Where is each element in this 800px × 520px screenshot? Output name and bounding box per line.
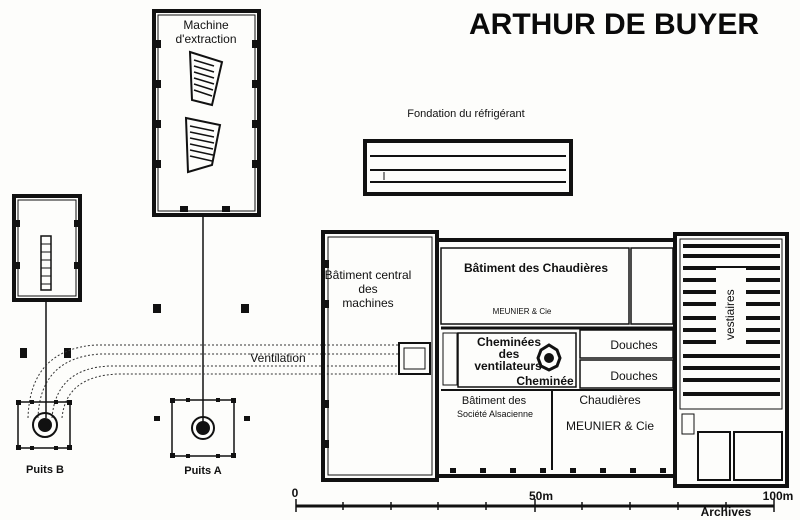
batiment-chaudieres: Bâtiment des Chaudières MEUNIER & Cie (440, 247, 674, 325)
societe-alsacienne-building: Bâtiment des Société Alsacienne Chaudièr… (441, 389, 675, 473)
meunier-small-label: MEUNIER & Cie (493, 307, 552, 316)
batiment-central-label-3: machines (342, 296, 393, 310)
batiment-central-label-2: des (358, 282, 377, 296)
cheminees-label-2: des (499, 347, 520, 361)
puits-b-label: Puits B (26, 464, 64, 476)
douches-label-2: Douches (610, 369, 657, 383)
foundation-blocks (20, 304, 249, 358)
batiment-central-machines: Bâtiment central des machines (321, 230, 439, 482)
chaudieres-label: Chaudières (579, 393, 640, 407)
puits-a-label: Puits A (184, 465, 222, 477)
scale-bar: 0 50m 100m Archives (292, 486, 794, 519)
puits-a-shaft: Puits A (154, 398, 250, 477)
scale-tick-50: 50m (529, 489, 553, 503)
map-title: ARTHUR DE BUYER (469, 8, 759, 41)
ventilation-duct (27, 344, 400, 419)
batiment-chaudieres-label: Bâtiment des Chaudières (464, 261, 608, 275)
scale-tick-0: 0 (292, 486, 299, 500)
batiment-central-label-1: Bâtiment central (325, 268, 412, 282)
puits-b-headframe-building (12, 194, 82, 302)
cheminee-octagon (536, 343, 562, 372)
ventilation-label: Ventilation (250, 351, 305, 365)
douches-section: Douches Douches (579, 329, 674, 389)
cheminees-label-1: Cheminées (477, 335, 541, 349)
machine-extraction-label-1: Machine (183, 18, 229, 32)
machine-extraction-building: Machine d'extraction (152, 9, 261, 217)
puits-b-shaft: Puits B (16, 400, 72, 476)
vestiaires-label: vestiaires (723, 289, 737, 340)
cheminees-label-3: ventilateurs (474, 359, 542, 373)
douches-label-1: Douches (610, 338, 657, 352)
cheminee-label: Cheminée (516, 374, 574, 388)
societe-alsacienne-label: Société Alsacienne (457, 409, 533, 419)
vestiaires-building: vestiaires (673, 232, 789, 488)
cheminees-section: Cheminées des ventilateurs Cheminée (441, 326, 675, 388)
archives-credit: Archives (701, 505, 752, 519)
batiment-des-label: Bâtiment des (462, 395, 527, 407)
machine-extraction-label-2: d'extraction (176, 32, 237, 46)
fondation-refrigerant: Fondation du réfrigérant (363, 108, 573, 196)
meunier-cie-label: MEUNIER & Cie (566, 419, 654, 433)
scale-tick-100: 100m (763, 489, 794, 503)
fondation-label: Fondation du réfrigérant (407, 108, 524, 120)
